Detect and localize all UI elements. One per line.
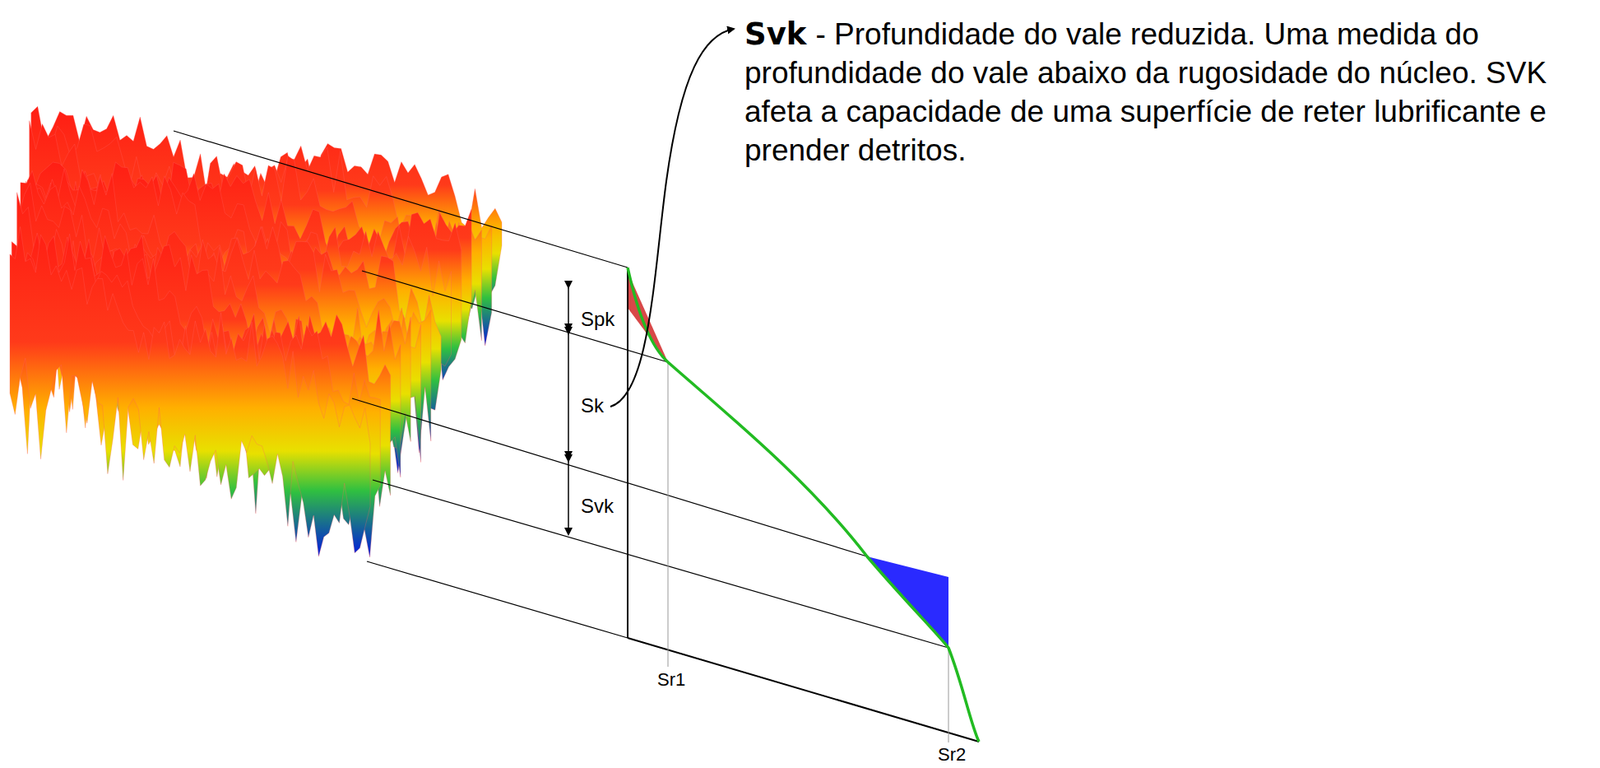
parameter-label: Spk (579, 307, 617, 331)
leader-line (610, 28, 734, 407)
term-definition: - Profundidade do vale reduzida. Uma med… (744, 17, 1547, 167)
parameter-label: Svk (579, 494, 616, 518)
parameter-label: Sk (579, 394, 606, 418)
terrain-row (9, 227, 371, 557)
dimension-arrows (567, 287, 570, 534)
axis-label: Sr1 (655, 668, 687, 691)
axis-label: Sr2 (936, 743, 968, 766)
description-text: Svk- Profundidade do vale reduzida. Uma … (744, 14, 1592, 170)
term-heading: Svk (744, 16, 807, 52)
surface-rendering (9, 106, 502, 557)
peak-area (627, 271, 668, 362)
bearing-curve (627, 267, 979, 742)
projection-lines (173, 130, 949, 648)
chart-axes (627, 267, 979, 743)
